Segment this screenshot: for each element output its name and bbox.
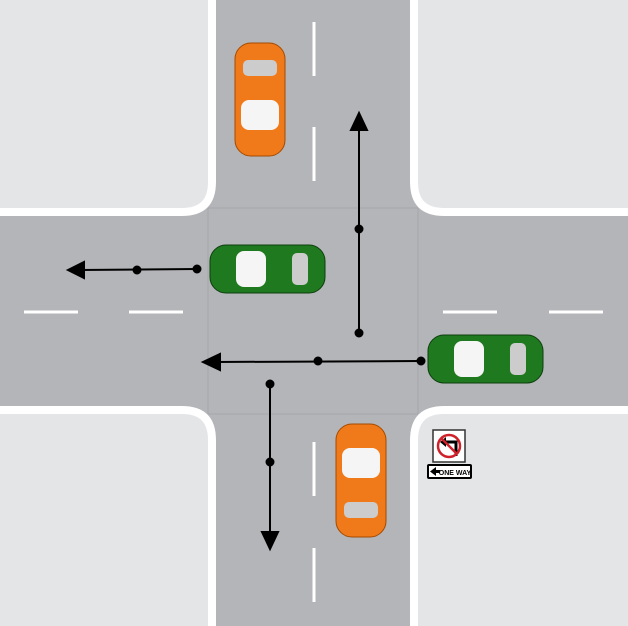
arrow-north-through xyxy=(349,110,369,338)
car-orange-north xyxy=(234,42,286,157)
no-left-turn-sign xyxy=(432,429,466,463)
one-way-sign: ONE WAY xyxy=(427,464,472,479)
intersection-lines xyxy=(207,207,419,415)
one-way-label: ONE WAY xyxy=(439,470,472,477)
movement-arrows xyxy=(65,110,426,552)
lane-dashes xyxy=(24,22,603,602)
car-green-west xyxy=(209,244,326,294)
car-orange-south xyxy=(335,423,387,538)
arrow-south-turn xyxy=(260,379,280,552)
arrow-west-through xyxy=(200,352,426,372)
arrow-west-green xyxy=(65,260,202,280)
car-green-east xyxy=(427,334,544,384)
